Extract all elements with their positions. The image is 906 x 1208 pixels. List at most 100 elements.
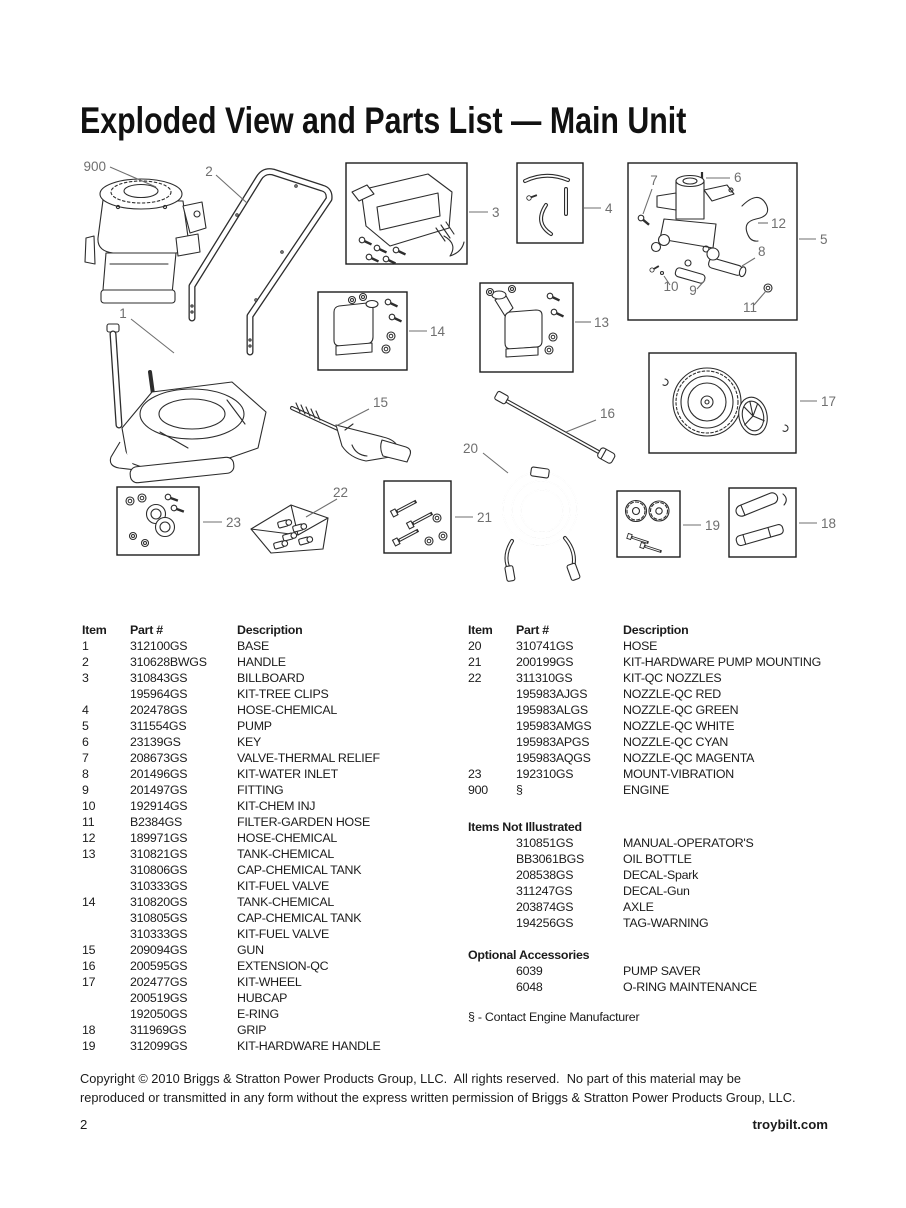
cell-part: 310741GS <box>516 639 574 653</box>
cell-desc: DECAL-Gun <box>623 884 690 898</box>
cell-item: 20 <box>468 639 482 653</box>
cell-item: 8 <box>82 767 89 781</box>
callout-20: 20 <box>463 441 478 456</box>
hose-art <box>502 466 581 582</box>
billboard-box <box>345 162 468 268</box>
cell-item: 21 <box>468 655 482 669</box>
cell-item <box>468 899 516 915</box>
cell-desc: PUMP <box>237 719 272 733</box>
callout-6: 6 <box>734 170 742 185</box>
cell-desc: AXLE <box>623 900 654 914</box>
cell-part: 192050GS <box>130 1007 188 1021</box>
cell-item: 5 <box>82 719 89 733</box>
cell-part: 310851GS <box>516 836 574 850</box>
page-footer: Copyright © 2010 Briggs & Stratton Power… <box>80 1070 828 1135</box>
cell-desc: KIT-WHEEL <box>237 975 302 989</box>
cell-part: 189971GS <box>130 831 188 845</box>
cell-item: 13 <box>82 847 96 861</box>
cell-desc: BASE <box>237 639 270 653</box>
cell-desc: NOZZLE-QC RED <box>623 687 721 701</box>
vibration-mount-box <box>116 486 200 556</box>
cell-part: 310843GS <box>130 671 188 685</box>
cell-part: B2384GS <box>130 815 182 829</box>
callout-leader <box>642 188 653 215</box>
cell-item: 12 <box>82 831 96 845</box>
callout-14: 14 <box>430 324 446 339</box>
cell-part: 311969GS <box>130 1023 187 1037</box>
cell-part: 192914GS <box>130 799 188 813</box>
cell-desc: KIT-HARDWARE HANDLE <box>237 1039 381 1053</box>
cell-item <box>468 718 516 734</box>
cell-item: 19 <box>82 1039 96 1053</box>
callout-11: 11 <box>743 300 757 315</box>
cell-desc: KIT-CHEM INJ <box>237 799 316 813</box>
col-desc: Description <box>623 623 689 637</box>
copyright: Copyright © 2010 Briggs & Stratton Power… <box>80 1070 828 1107</box>
cell-desc: E-RING <box>237 1007 279 1021</box>
callout-15: 15 <box>373 395 388 410</box>
cell-item: 4 <box>82 703 89 717</box>
pump-box <box>627 162 798 321</box>
cell-desc: TAG-WARNING <box>623 916 709 930</box>
cell-item <box>468 867 516 883</box>
cell-part: 310333GS <box>130 879 188 893</box>
cell-part: 310628BWGS <box>130 655 207 669</box>
cell-desc: CAP-CHEMICAL TANK <box>237 863 362 877</box>
cell-part: 23139GS <box>130 735 181 749</box>
cell-item <box>468 835 516 851</box>
cell-part: 208538GS <box>516 868 574 882</box>
extension-art <box>494 390 616 464</box>
cell-desc: HUBCAP <box>237 991 288 1005</box>
cell-desc: EXTENSION-QC <box>237 959 329 973</box>
callout-leader <box>109 166 157 188</box>
cell-item <box>82 878 130 894</box>
callout-leader <box>305 498 338 518</box>
cell-desc: GRIP <box>237 1023 267 1037</box>
cell-desc: HOSE-CHEMICAL <box>237 831 338 845</box>
table-row: 192050GS E-RING <box>82 1006 474 1022</box>
website-link[interactable]: troybilt.com <box>752 1117 828 1132</box>
cell-part: 312099GS <box>130 1039 188 1053</box>
callout-19: 19 <box>705 518 720 533</box>
cell-part: 200595GS <box>130 959 188 973</box>
callout-13: 13 <box>594 315 609 330</box>
callout-900: 900 <box>83 159 106 174</box>
callout-23: 23 <box>226 515 241 530</box>
cell-part: 202478GS <box>130 703 188 717</box>
cell-part: 195983ALGS <box>516 703 588 717</box>
table-row: 900§ENGINE <box>468 782 836 798</box>
callout-leader <box>565 419 597 433</box>
cell-item: 18 <box>82 1023 96 1037</box>
cell-part: 310333GS <box>130 927 188 941</box>
cell-desc: MANUAL-OPERATOR'S <box>623 836 754 850</box>
cell-item: 23 <box>468 767 482 781</box>
handle-hardware-box <box>616 490 681 558</box>
cell-desc: PUMP SAVER <box>623 964 701 978</box>
cell-desc: HOSE-CHEMICAL <box>237 703 338 717</box>
